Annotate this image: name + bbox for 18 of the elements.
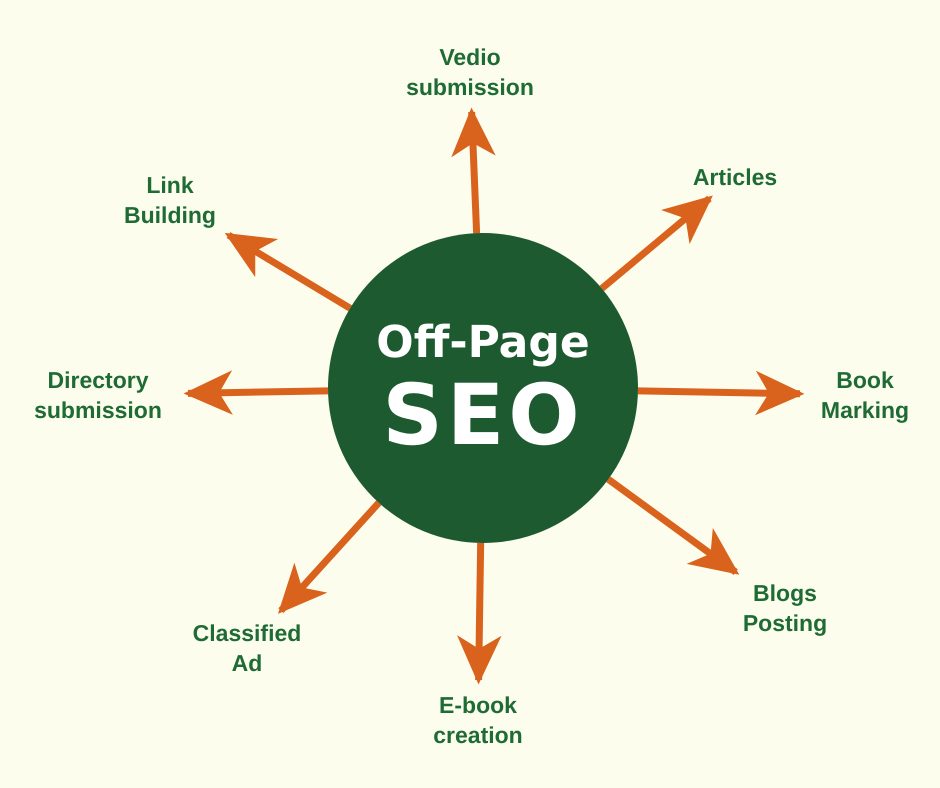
arrow [278,500,382,614]
branch-label: Blogs Posting [725,578,845,638]
branch-label: Link Building [110,170,230,230]
arrow [451,108,496,234]
arrow [638,370,804,416]
branch-label: Book Marking [810,365,920,425]
branch-label: E-book creation [418,690,538,750]
arrow [457,542,502,684]
branch-label: Directory submission [18,365,178,425]
branch-label: Classified Ad [182,618,312,678]
branch-label: Vedio submission [390,42,550,102]
arrow [224,232,352,312]
arrow [606,476,740,575]
arrow [600,196,713,292]
hub-title: SEO [382,373,584,458]
branch-label: Articles [680,162,790,192]
arrow [184,370,328,415]
hub-subtitle: Off-Page [376,318,590,368]
